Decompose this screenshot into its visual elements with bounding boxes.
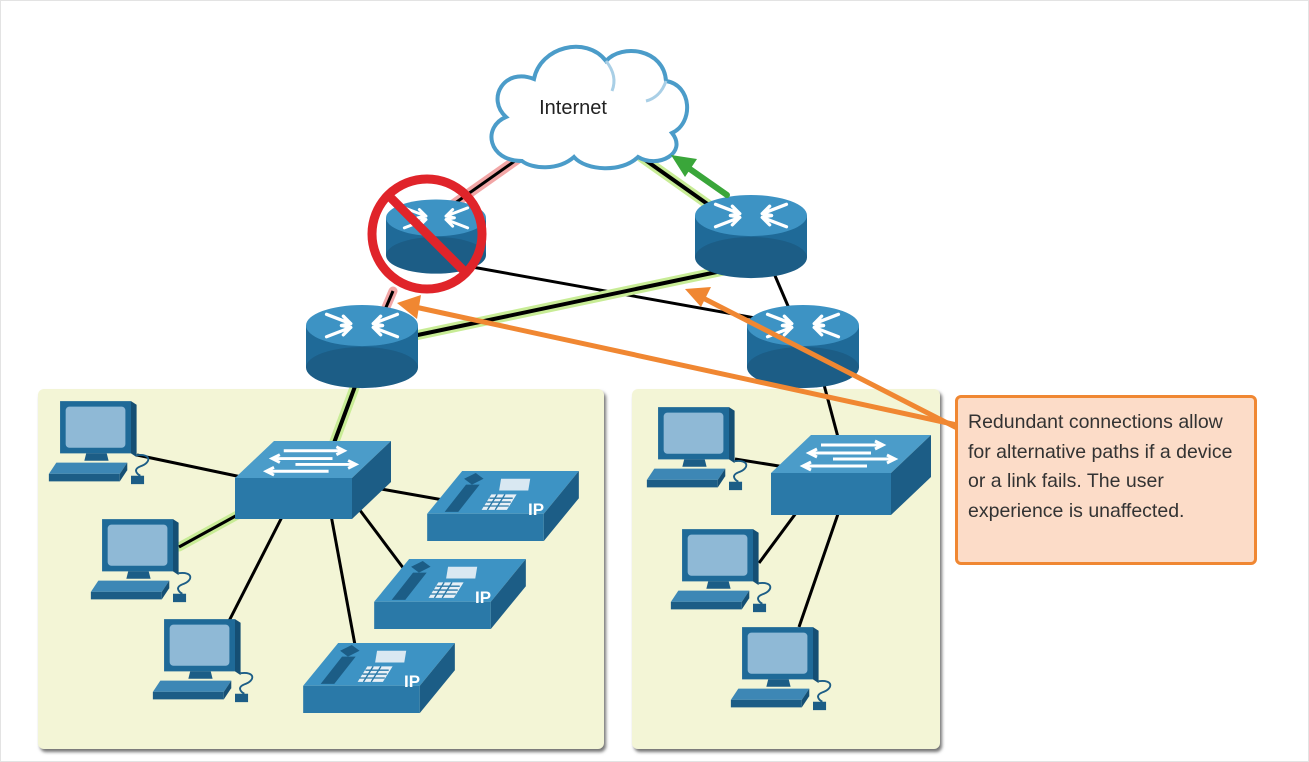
pc-icon: [47, 400, 150, 486]
pc-icon: [645, 406, 748, 492]
link-switch-pc-3: [227, 514, 285, 622]
link-switch-pc-2: [178, 511, 242, 549]
ip-phone-icon: IP: [374, 559, 526, 629]
link-switch-phone-2: [357, 508, 409, 574]
pc-icon: [669, 528, 772, 614]
link-router-d-switch-right: [821, 380, 841, 442]
link-router-c-switch-left: [329, 380, 359, 452]
no-symbol-icon: [367, 174, 487, 294]
switch-icon: [771, 435, 931, 515]
link-switch-phone-1: [380, 487, 450, 503]
pc-icon: [89, 518, 192, 604]
router-icon: [306, 305, 418, 389]
callout-arrows: [397, 287, 961, 432]
ip-phone-icon: IP: [427, 471, 579, 541]
phone-label: IP: [475, 588, 491, 607]
link-switch-right-pc-3: [797, 510, 841, 628]
phone-label: IP: [528, 500, 544, 519]
link-switch-pc-1: [136, 453, 252, 481]
link-switch-right-pc-1: [734, 457, 786, 469]
pc-icon: [729, 626, 832, 712]
router-icon: [695, 195, 807, 279]
callout-box: Redundant connections allow for alternat…: [955, 395, 1257, 565]
phone-label: IP: [404, 672, 420, 691]
arrow-icon: [671, 155, 730, 198]
arrow-icon: [685, 287, 711, 307]
link-router-c-router-b: [412, 267, 732, 338]
lan-links-left: [136, 376, 450, 646]
arrow-icon: [397, 295, 421, 319]
link-switch-right-pc-2: [757, 508, 801, 564]
pc-icon: [151, 618, 254, 704]
callout-text: Redundant connections allow for alternat…: [968, 411, 1233, 522]
link-switch-phone-3: [329, 514, 357, 646]
ip-phone-icon: IP: [303, 643, 455, 713]
lan-links-right: [734, 380, 841, 628]
switch-icon: [235, 441, 391, 519]
cloud-label: Internet: [539, 97, 607, 119]
